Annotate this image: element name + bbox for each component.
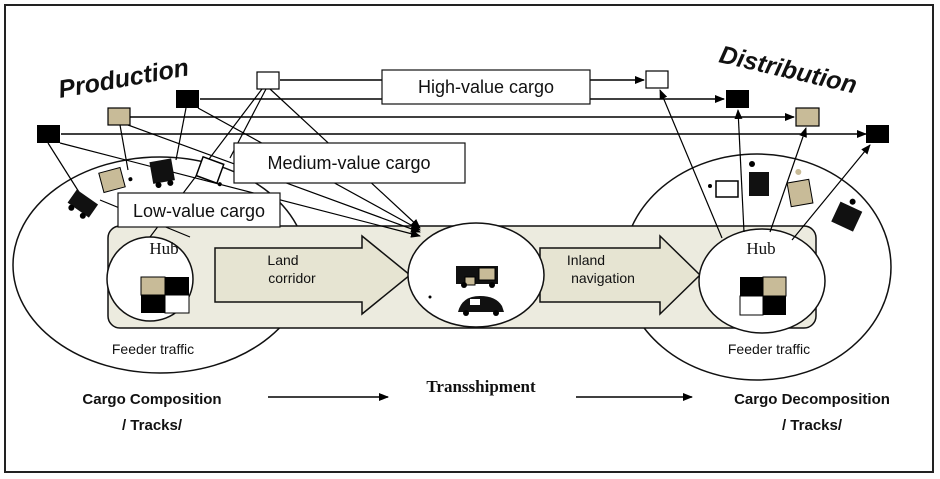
medium-value-label-box	[233, 142, 466, 184]
land-corridor-label-2: corridor	[268, 270, 316, 286]
distribution-line	[734, 109, 745, 233]
truck-icon	[456, 266, 498, 288]
right-feeder-vehicle-1-icon	[708, 180, 739, 198]
production-square-black-2	[176, 90, 199, 108]
inland-navigation-arrow	[539, 234, 702, 316]
left-hub-label: Hub	[149, 239, 178, 258]
land-corridor-label-1: Land	[267, 252, 298, 268]
small-dot-icon	[428, 295, 432, 299]
inland-navigation-label-2: navigation	[571, 270, 635, 286]
cargo-decomposition-label: Cargo Decomposition	[734, 391, 890, 408]
car-icon	[458, 296, 504, 316]
production-square-beige	[107, 107, 131, 126]
distribution-line	[659, 89, 723, 239]
production-square-white	[256, 71, 280, 90]
production-square-black-1	[37, 125, 60, 143]
left-feeder-vehicle-3-icon	[149, 158, 175, 189]
inland-navigation-label-1: Inland	[567, 252, 605, 268]
left-feeder-label: Feeder traffic	[112, 341, 194, 357]
feeder-line	[59, 142, 421, 238]
distribution-line	[769, 127, 807, 233]
cargo-decomposition-tracks: / Tracks/	[782, 417, 843, 434]
right-feeder-vehicle-3-icon	[786, 168, 814, 208]
production-title: Production	[56, 53, 191, 103]
feeder-line	[119, 124, 129, 171]
land-corridor-arrow	[214, 234, 412, 316]
right-hub-grid-icon	[739, 276, 787, 316]
distribution-square-black-1	[726, 90, 749, 108]
feeder-line	[175, 107, 187, 161]
distribution-line	[791, 144, 871, 241]
right-feeder-label: Feeder traffic	[728, 341, 810, 357]
left-feeder-vehicle-2-icon	[98, 166, 133, 194]
high-value-label: High-value cargo	[418, 77, 554, 97]
right-feeder-vehicle-2-icon	[749, 161, 769, 196]
distribution-square-white	[645, 70, 669, 89]
medium-value-label: Medium-value cargo	[267, 153, 430, 173]
cargo-composition-label: Cargo Composition	[82, 391, 221, 408]
low-value-label: Low-value cargo	[133, 201, 265, 221]
right-feeder-vehicle-4-icon	[831, 198, 863, 232]
left-feeder-vehicle-1-icon	[67, 189, 99, 219]
distribution-square-black-2	[866, 125, 889, 143]
right-hub-label: Hub	[746, 239, 775, 258]
high-value-label-box	[381, 69, 591, 105]
distribution-square-beige	[795, 107, 820, 127]
left-hub-grid-icon	[140, 276, 190, 314]
transshipment-label: Transshipment	[426, 377, 536, 396]
cargo-composition-tracks: / Tracks/	[122, 417, 183, 434]
low-value-label-box	[117, 192, 281, 228]
left-feeder-vehicle-4-icon	[195, 155, 225, 187]
diagram-frame	[4, 4, 934, 473]
